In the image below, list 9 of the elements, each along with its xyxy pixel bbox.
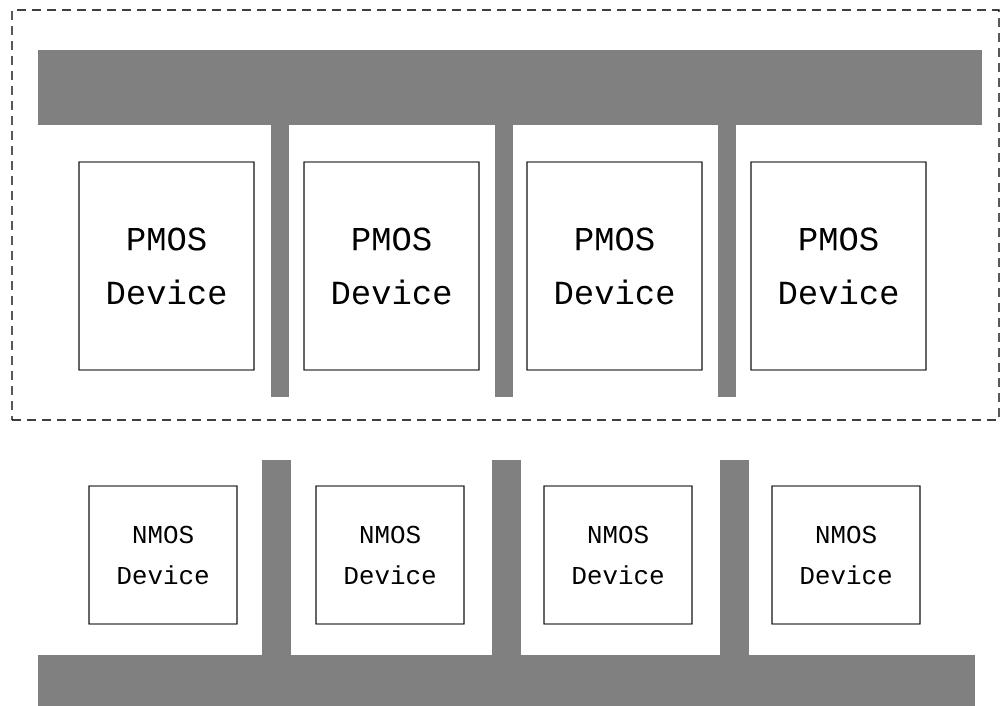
device-box: NMOS Device [315, 485, 465, 625]
device-box: PMOS Device [78, 161, 255, 371]
device-box: NMOS Device [771, 485, 921, 625]
device-box: NMOS Device [88, 485, 238, 625]
device-box: NMOS Device [543, 485, 693, 625]
device-box: PMOS Device [526, 161, 703, 371]
dashed-region [11, 9, 1000, 421]
device-box: PMOS Device [303, 161, 480, 371]
device-box: PMOS Device [750, 161, 927, 371]
